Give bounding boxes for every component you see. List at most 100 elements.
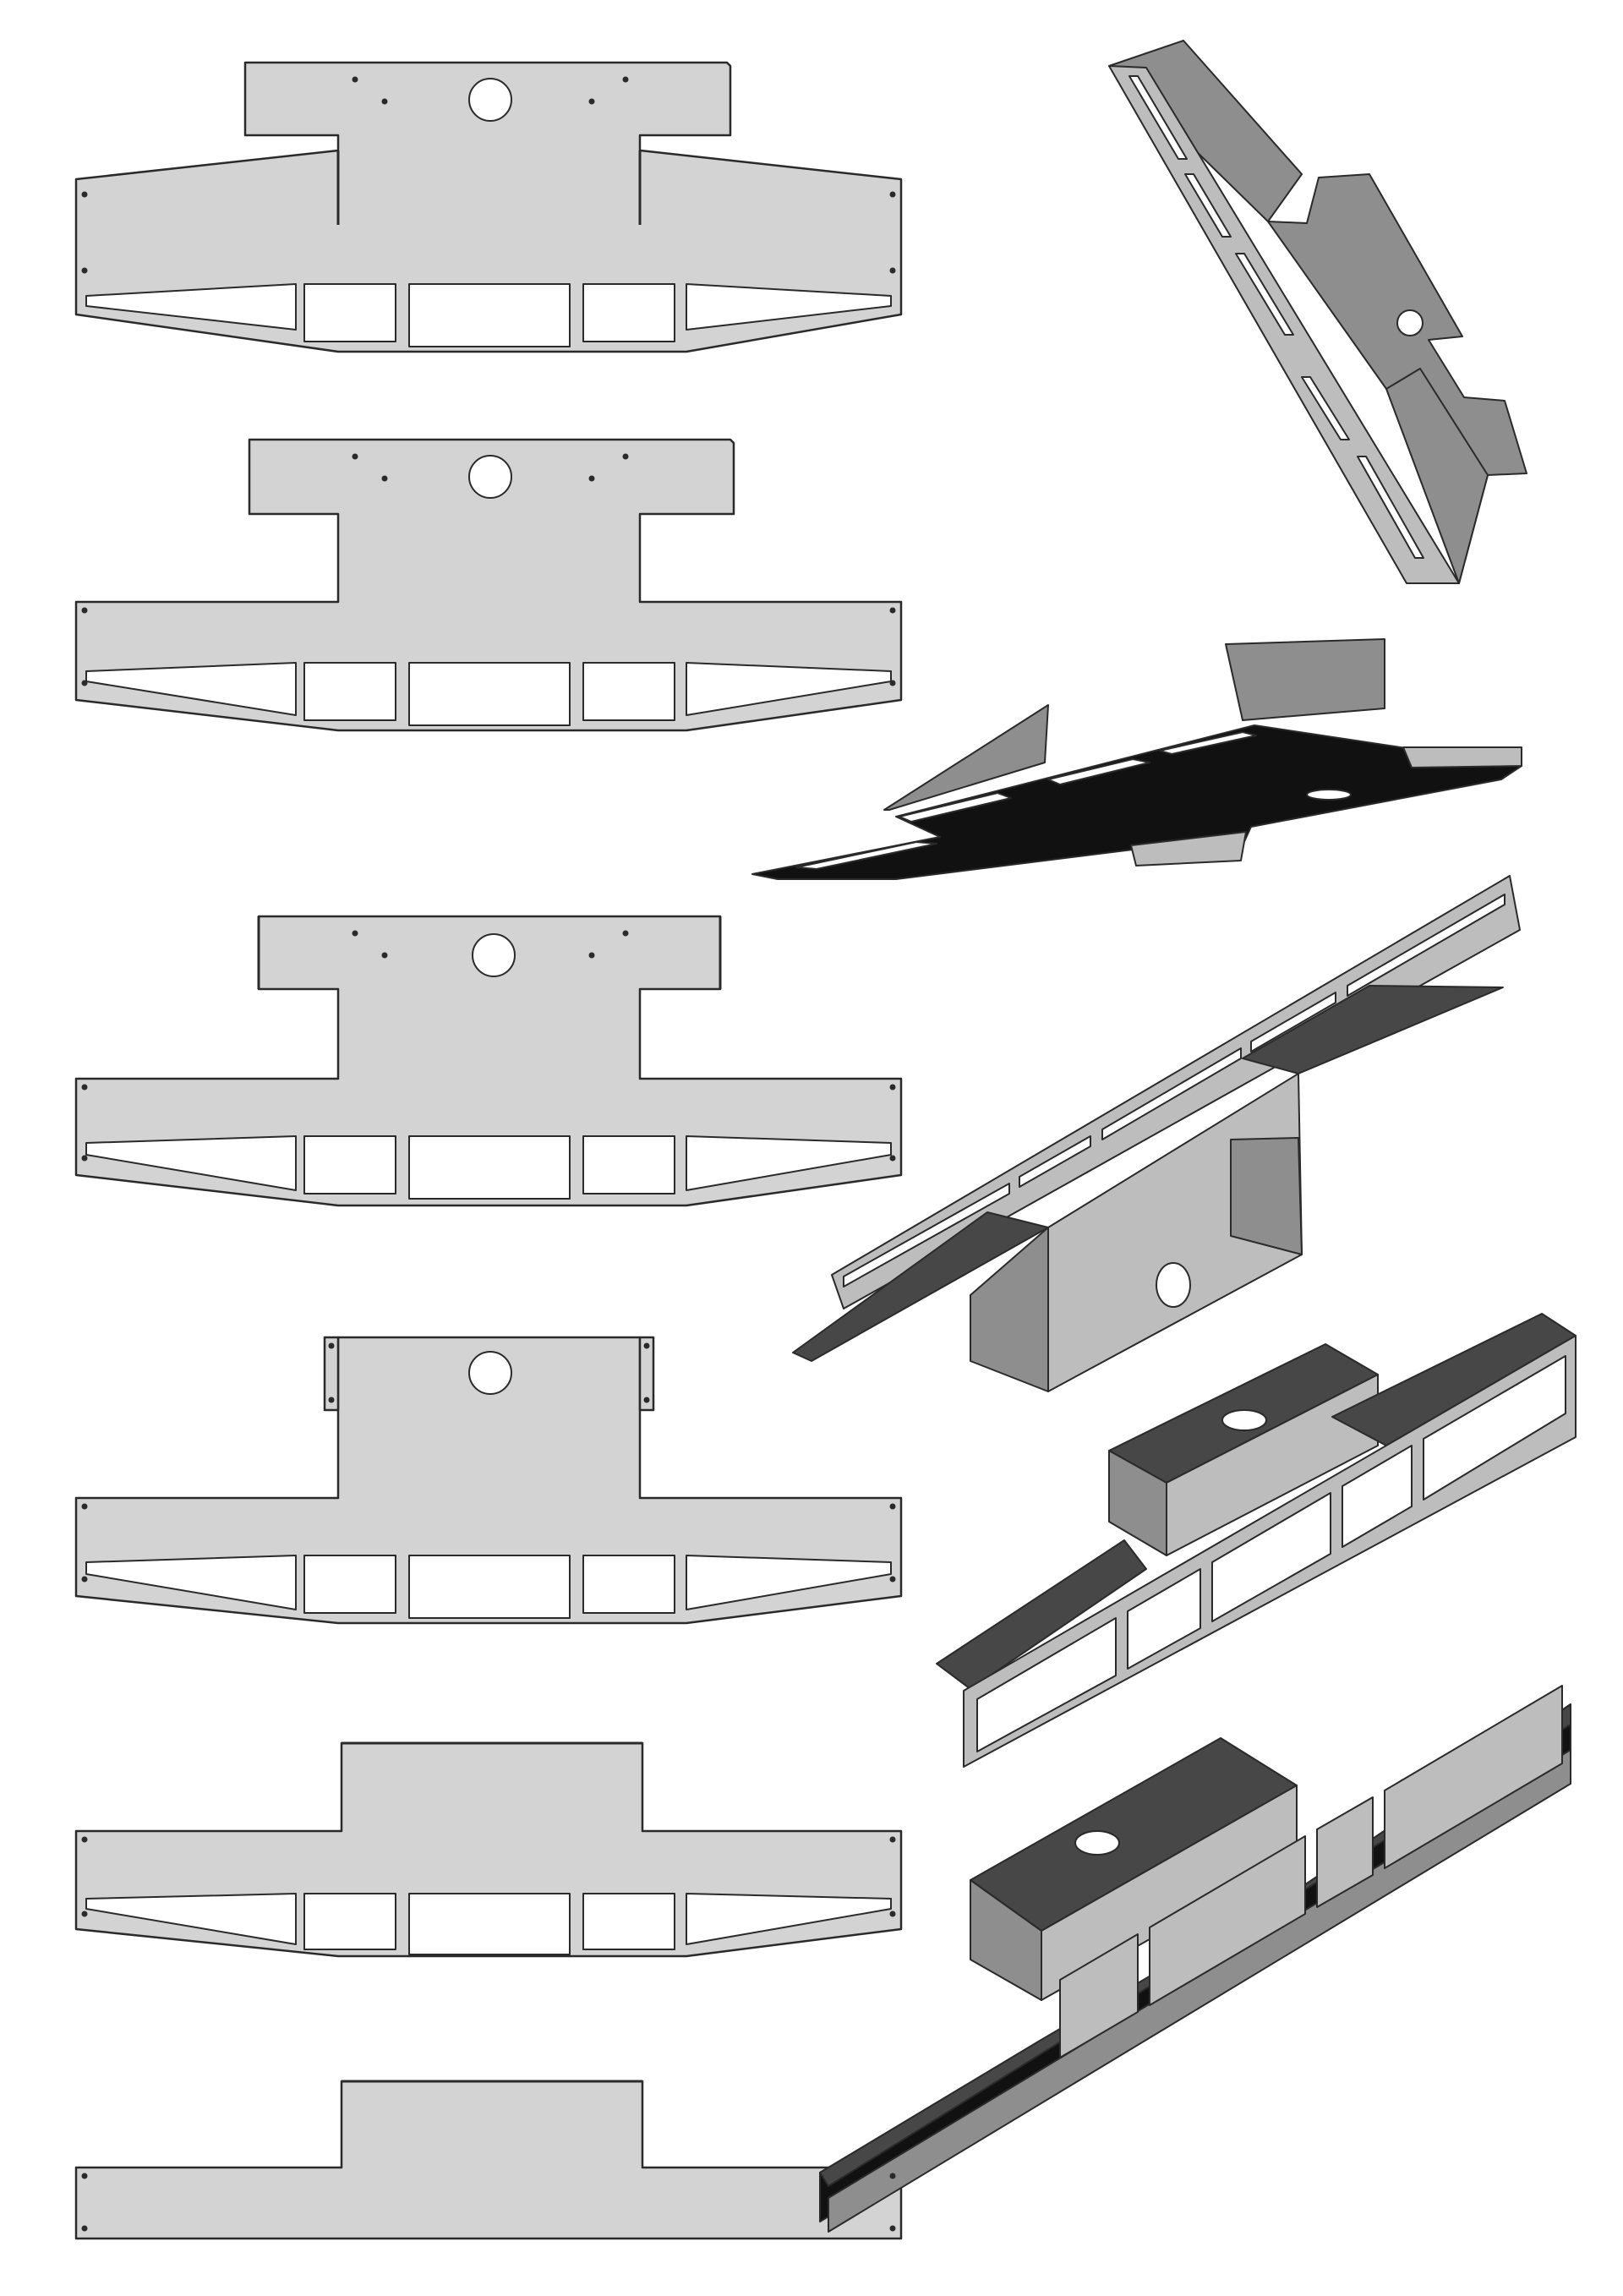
mounting-hole	[328, 1342, 335, 1349]
base-plate	[751, 724, 1522, 880]
isometric-view-stage-4	[936, 1313, 1577, 1768]
mounting-hole	[643, 1397, 650, 1403]
isometric-view-stage-3	[792, 875, 1521, 1392]
window-2	[408, 662, 571, 726]
flat-pattern-stage-3	[74, 915, 903, 1207]
side-flange-left	[323, 1336, 340, 1412]
frame-opening	[1149, 1835, 1306, 2006]
flat-outline	[74, 1336, 903, 1625]
bottom-frame-opening	[85, 1135, 297, 1191]
window-1	[303, 1135, 396, 1194]
frame-opening	[1101, 1047, 1242, 1140]
mounting-hole	[381, 98, 388, 105]
raised-flange	[1225, 638, 1385, 721]
mounting-hole	[889, 680, 896, 686]
window-3	[582, 662, 675, 721]
window-2	[408, 1893, 571, 1955]
window-2	[408, 1135, 571, 1200]
frame-opening	[1301, 376, 1350, 440]
window-3	[582, 1893, 675, 1950]
side-tab	[1130, 831, 1247, 866]
window-1	[303, 283, 396, 342]
frame-opening	[1159, 731, 1257, 755]
mounting-hole	[352, 76, 358, 83]
box-flange	[1230, 1137, 1303, 1255]
bottom-frame-opening	[686, 1893, 892, 1945]
mounting-hole	[81, 2225, 88, 2232]
mounting-hole	[81, 1084, 88, 1091]
frame-opening	[1128, 75, 1188, 160]
mounting-hole	[622, 76, 629, 83]
bottom-frame-opening	[85, 283, 297, 331]
mounting-hole	[81, 607, 88, 614]
frame-opening	[1347, 894, 1506, 997]
frame-opening	[1235, 253, 1294, 336]
mounting-hole	[352, 453, 358, 460]
mounting-hole	[81, 1155, 88, 1162]
frame-opening	[843, 1183, 1010, 1287]
mounting-hole	[81, 1836, 88, 1843]
mounting-hole	[588, 952, 595, 959]
window-3	[582, 283, 675, 342]
mounting-hole	[889, 1084, 896, 1091]
frame-opening	[1250, 992, 1336, 1052]
window-3	[582, 1555, 675, 1614]
mounting-hole	[889, 1911, 896, 1917]
center-hole	[468, 455, 512, 499]
raised-flange	[883, 704, 1049, 811]
flat-outline	[74, 2080, 903, 2240]
mounting-hole	[889, 191, 896, 198]
bent-top-edge	[257, 916, 722, 989]
center-hole	[1221, 1409, 1267, 1431]
window-1	[303, 1555, 396, 1614]
mounting-hole	[889, 2173, 896, 2179]
center-hole	[468, 1351, 512, 1395]
mounting-hole	[622, 453, 629, 460]
flat-pattern-stage-2	[74, 438, 903, 732]
frame-opening	[976, 1617, 1117, 1752]
bottom-frame-opening	[85, 1555, 297, 1610]
bottom-frame-opening	[85, 1893, 297, 1945]
frame-opening	[1342, 1445, 1413, 1548]
bottom-frame-opening	[686, 1555, 892, 1610]
bottom-frame-opening	[686, 283, 892, 331]
mounting-hole	[81, 1911, 88, 1917]
bottom-frame-opening	[85, 662, 297, 716]
mounting-hole	[588, 475, 595, 482]
flat-pattern-stage-6	[74, 2080, 903, 2240]
window-1	[303, 1893, 396, 1950]
box-front-wall	[1166, 1374, 1379, 1556]
flat-pattern-stage-5	[74, 1741, 903, 1958]
frame-opening	[899, 792, 1012, 823]
window-1	[303, 662, 396, 721]
frame-opening	[795, 841, 937, 870]
mounting-hole	[643, 1342, 650, 1349]
mounting-hole	[588, 98, 595, 105]
frame-opening	[1019, 1135, 1091, 1188]
frame-opening	[1211, 1492, 1331, 1622]
frame-opening	[1047, 758, 1150, 785]
mounting-hole	[328, 1397, 335, 1403]
side-flange-right	[638, 1336, 655, 1412]
mounting-hole	[889, 1155, 896, 1162]
frame-opening	[1059, 1933, 1139, 2058]
mounting-hole	[381, 475, 388, 482]
mounting-hole	[81, 680, 88, 686]
center-hole	[1396, 309, 1424, 336]
mounting-hole	[81, 191, 88, 198]
isometric-view-stage-5	[819, 1685, 1571, 2233]
frame-opening	[1384, 1685, 1563, 1869]
flange-face	[1385, 368, 1489, 584]
center-hole	[1074, 1830, 1120, 1856]
frame-opening	[1316, 1796, 1374, 1908]
center-hole	[1156, 1262, 1191, 1308]
wing-left	[936, 1539, 1147, 1690]
mounting-hole	[889, 1836, 896, 1843]
mounting-hole	[81, 1503, 88, 1510]
flat-outline	[74, 915, 903, 1207]
flat-outline	[74, 61, 903, 353]
mounting-hole	[81, 267, 88, 274]
mounting-hole	[889, 607, 896, 614]
